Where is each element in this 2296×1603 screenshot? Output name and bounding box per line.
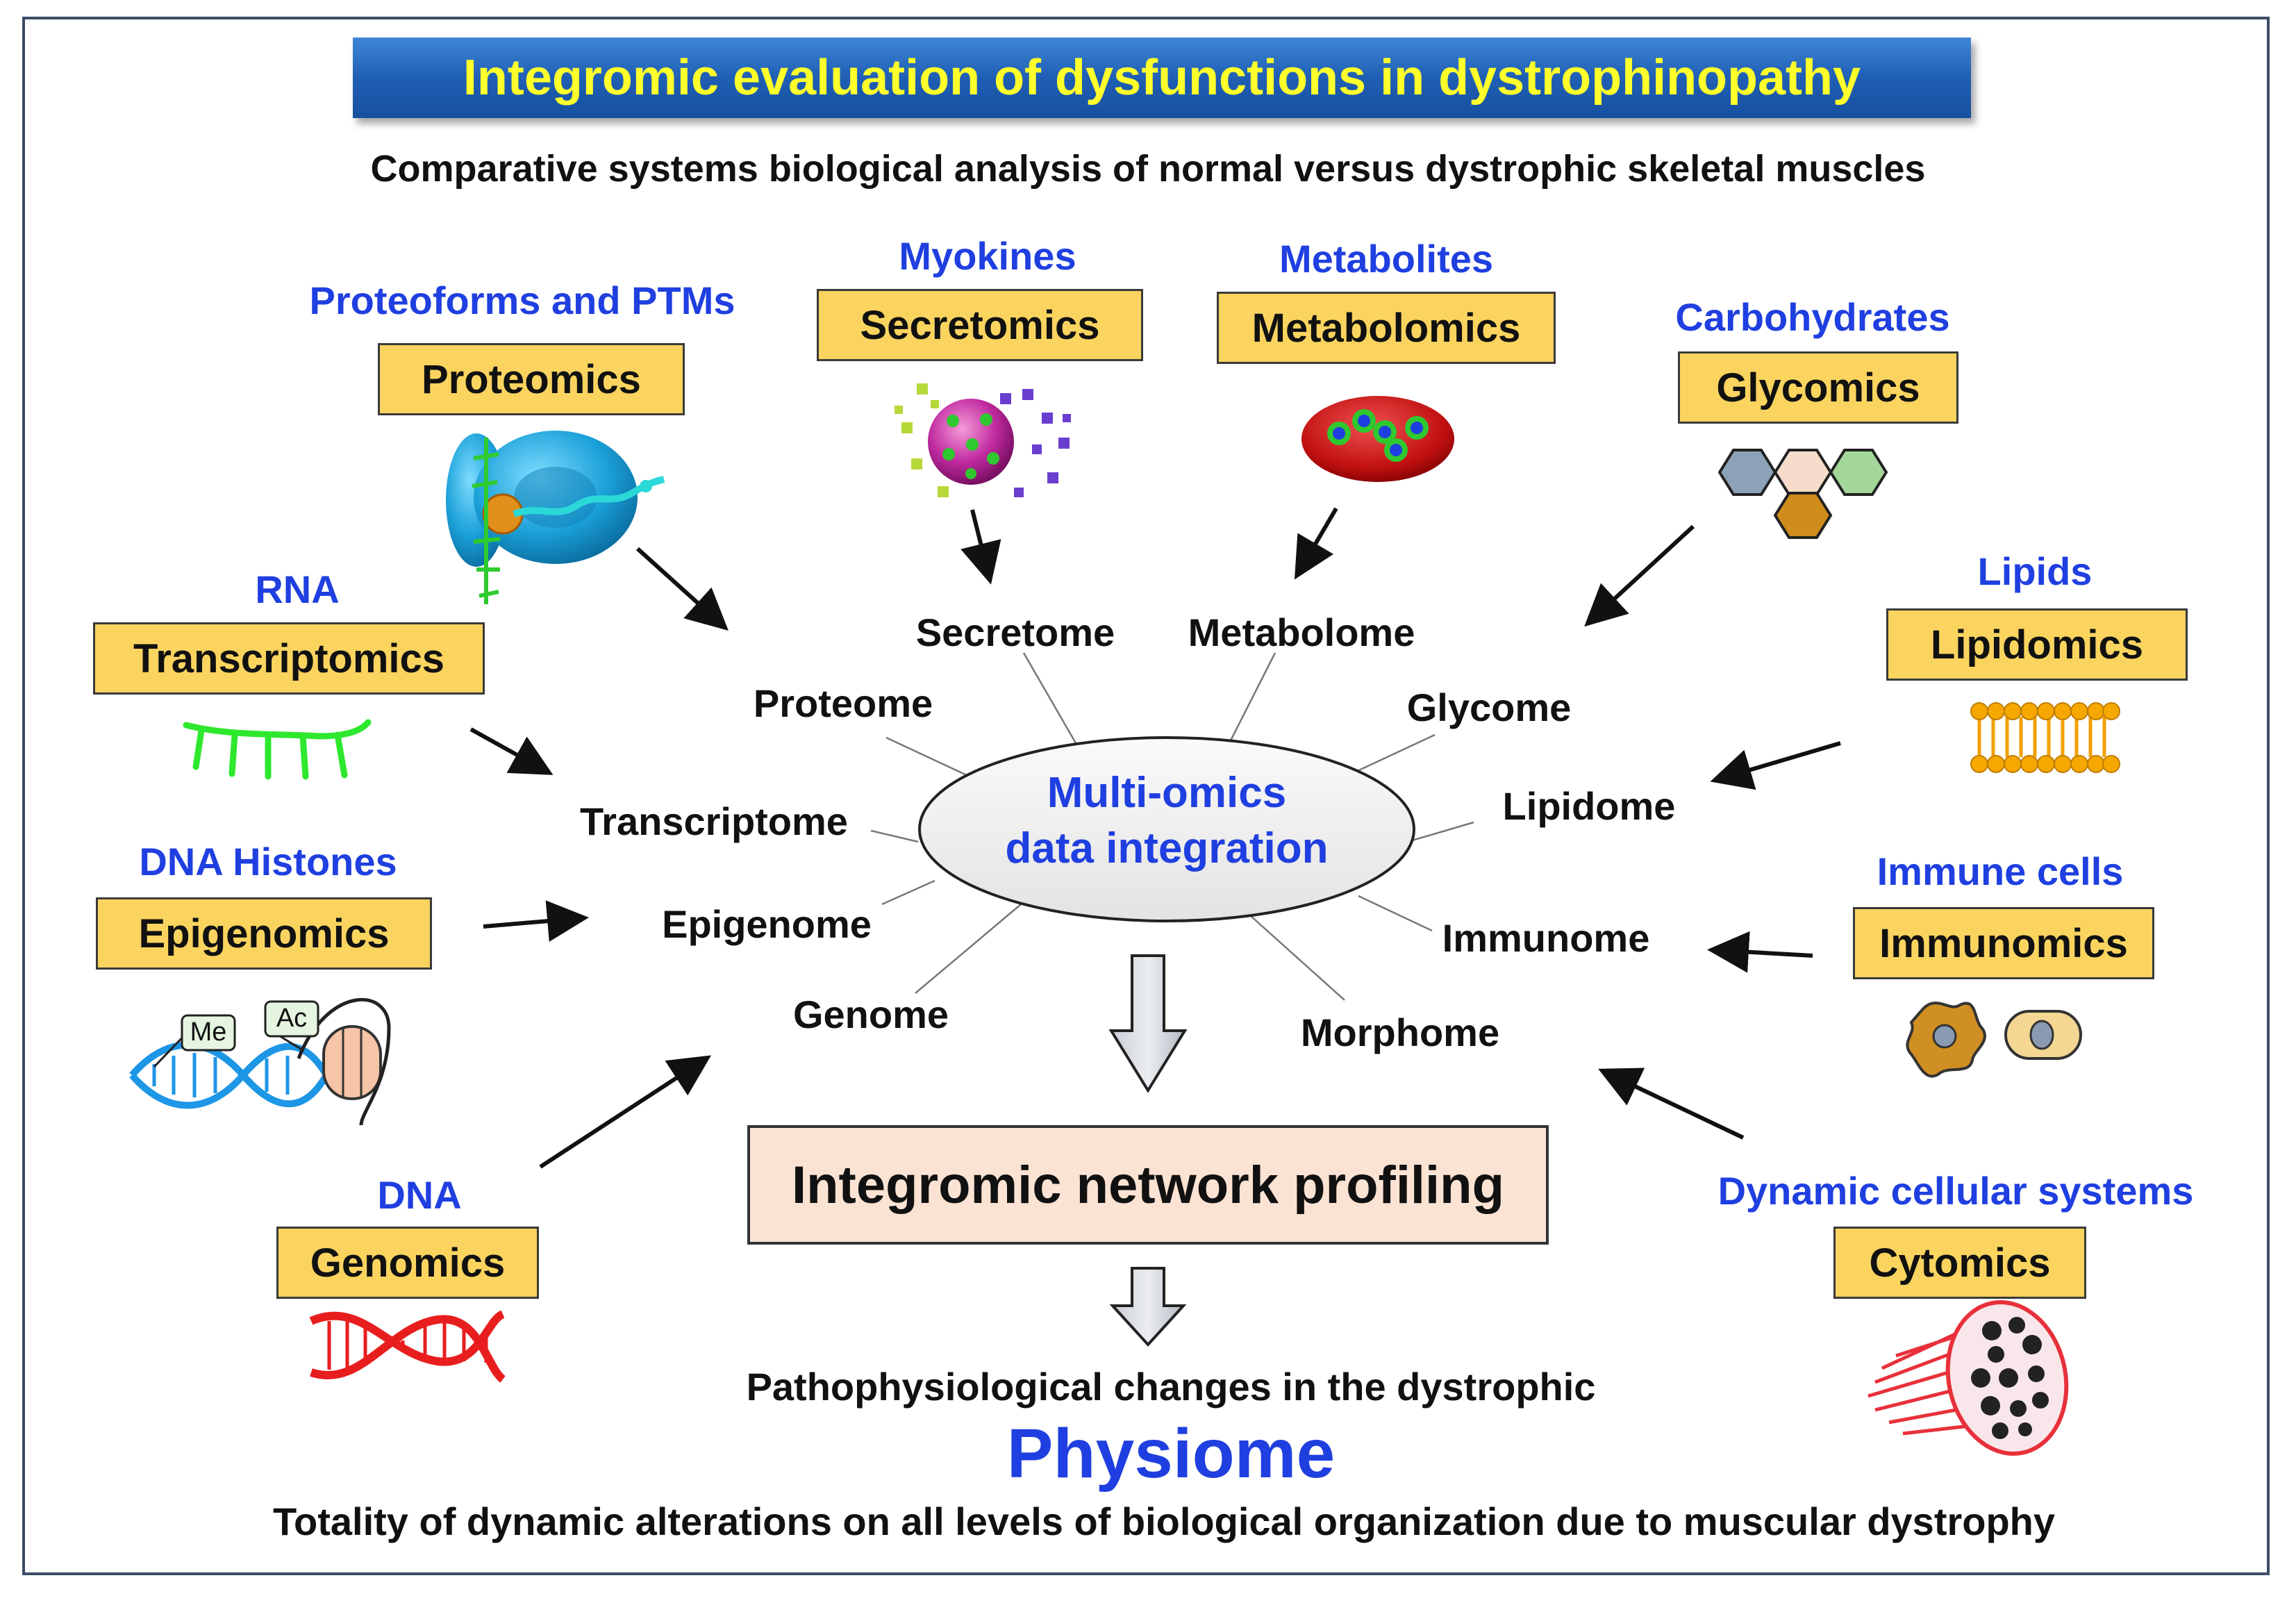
integromic-network-profiling-box: Integromic network profiling <box>747 1125 1549 1245</box>
method-epigenomics: Epigenomics <box>96 897 432 970</box>
immune-cells-icon <box>1906 1002 2082 1078</box>
category-dynamic-cellular-systems: Dynamic cellular systems <box>1717 1169 2194 1213</box>
center-label-line1: Multi-omics <box>1047 769 1287 817</box>
ome-proteome: Proteome <box>753 681 933 725</box>
dna-histone-icon: Me Ac <box>129 997 391 1126</box>
method-immunomics: Immunomics <box>1853 907 2154 979</box>
method-cytomics: Cytomics <box>1833 1227 2086 1299</box>
method-metabolomics: Metabolomics <box>1217 292 1556 364</box>
method-proteomics: Proteomics <box>378 343 685 415</box>
ome-lipidome: Lipidome <box>1502 784 1676 828</box>
metabolite-cell-icon <box>1301 396 1454 482</box>
ome-genome: Genome <box>792 992 949 1036</box>
category-rna: RNA <box>255 567 340 611</box>
method-lipidomics: Lipidomics <box>1886 608 2188 681</box>
category-lipids: Lipids <box>1977 549 2093 593</box>
down-arrow-to-physiome <box>1109 1267 1187 1347</box>
acetylation-tag: Ac <box>276 1004 307 1033</box>
outcome-line2: Totality of dynamic alterations on all l… <box>272 1500 2056 1543</box>
category-dna-histones: DNA Histones <box>139 840 397 883</box>
category-carbohydrates: Carbohydrates <box>1675 295 1950 339</box>
category-metabolites: Metabolites <box>1279 237 1494 281</box>
input-arrows <box>469 507 1841 1169</box>
muscle-fiber-icon <box>1867 1299 2069 1456</box>
diagram-subtitle: Comparative systems biological analysis … <box>370 148 1926 190</box>
category-myokines: Myokines <box>899 234 1076 278</box>
ome-glycome: Glycome <box>1406 686 1572 729</box>
diagram-title: Integromic evaluation of dysfunctions in… <box>463 50 1861 106</box>
center-label-line2: data integration <box>1005 824 1329 872</box>
method-genomics: Genomics <box>276 1227 539 1299</box>
myokine-secretion-icon <box>895 383 1071 497</box>
diagram-frame <box>22 17 2270 1575</box>
radial-connectors <box>870 652 1474 1001</box>
physiome-label: Physiome <box>1006 1415 1336 1493</box>
category-dna: DNA <box>377 1173 462 1217</box>
ome-epigenome: Epigenome <box>662 902 872 946</box>
category-immune-cells: Immune cells <box>1877 849 2124 893</box>
method-transcriptomics: Transcriptomics <box>93 622 485 695</box>
down-arrow-to-profiling <box>1108 954 1188 1093</box>
center-ellipse <box>918 736 1415 922</box>
title-banner: Integromic evaluation of dysfunctions in… <box>353 38 1971 118</box>
ome-immunome: Immunome <box>1442 916 1650 960</box>
rna-strand-icon <box>183 719 372 780</box>
ome-secretome: Secretome <box>915 611 1115 654</box>
protein-icon <box>446 431 665 604</box>
method-secretomics: Secretomics <box>817 289 1143 361</box>
category-proteoforms: Proteoforms and PTMs <box>309 279 735 322</box>
methylation-tag: Me <box>190 1018 227 1047</box>
outcome-line1: Pathophysiological changes in the dystro… <box>746 1365 1596 1409</box>
method-glycomics: Glycomics <box>1678 351 1958 424</box>
ome-metabolome: Metabolome <box>1188 611 1415 654</box>
ome-morphome: Morphome <box>1300 1011 1500 1054</box>
hexagon-glycan-icon <box>1717 449 1888 539</box>
dna-helix-icon <box>309 1310 506 1383</box>
lipid-bilayer-icon <box>1970 702 2120 773</box>
ome-transcriptome: Transcriptome <box>580 799 848 843</box>
